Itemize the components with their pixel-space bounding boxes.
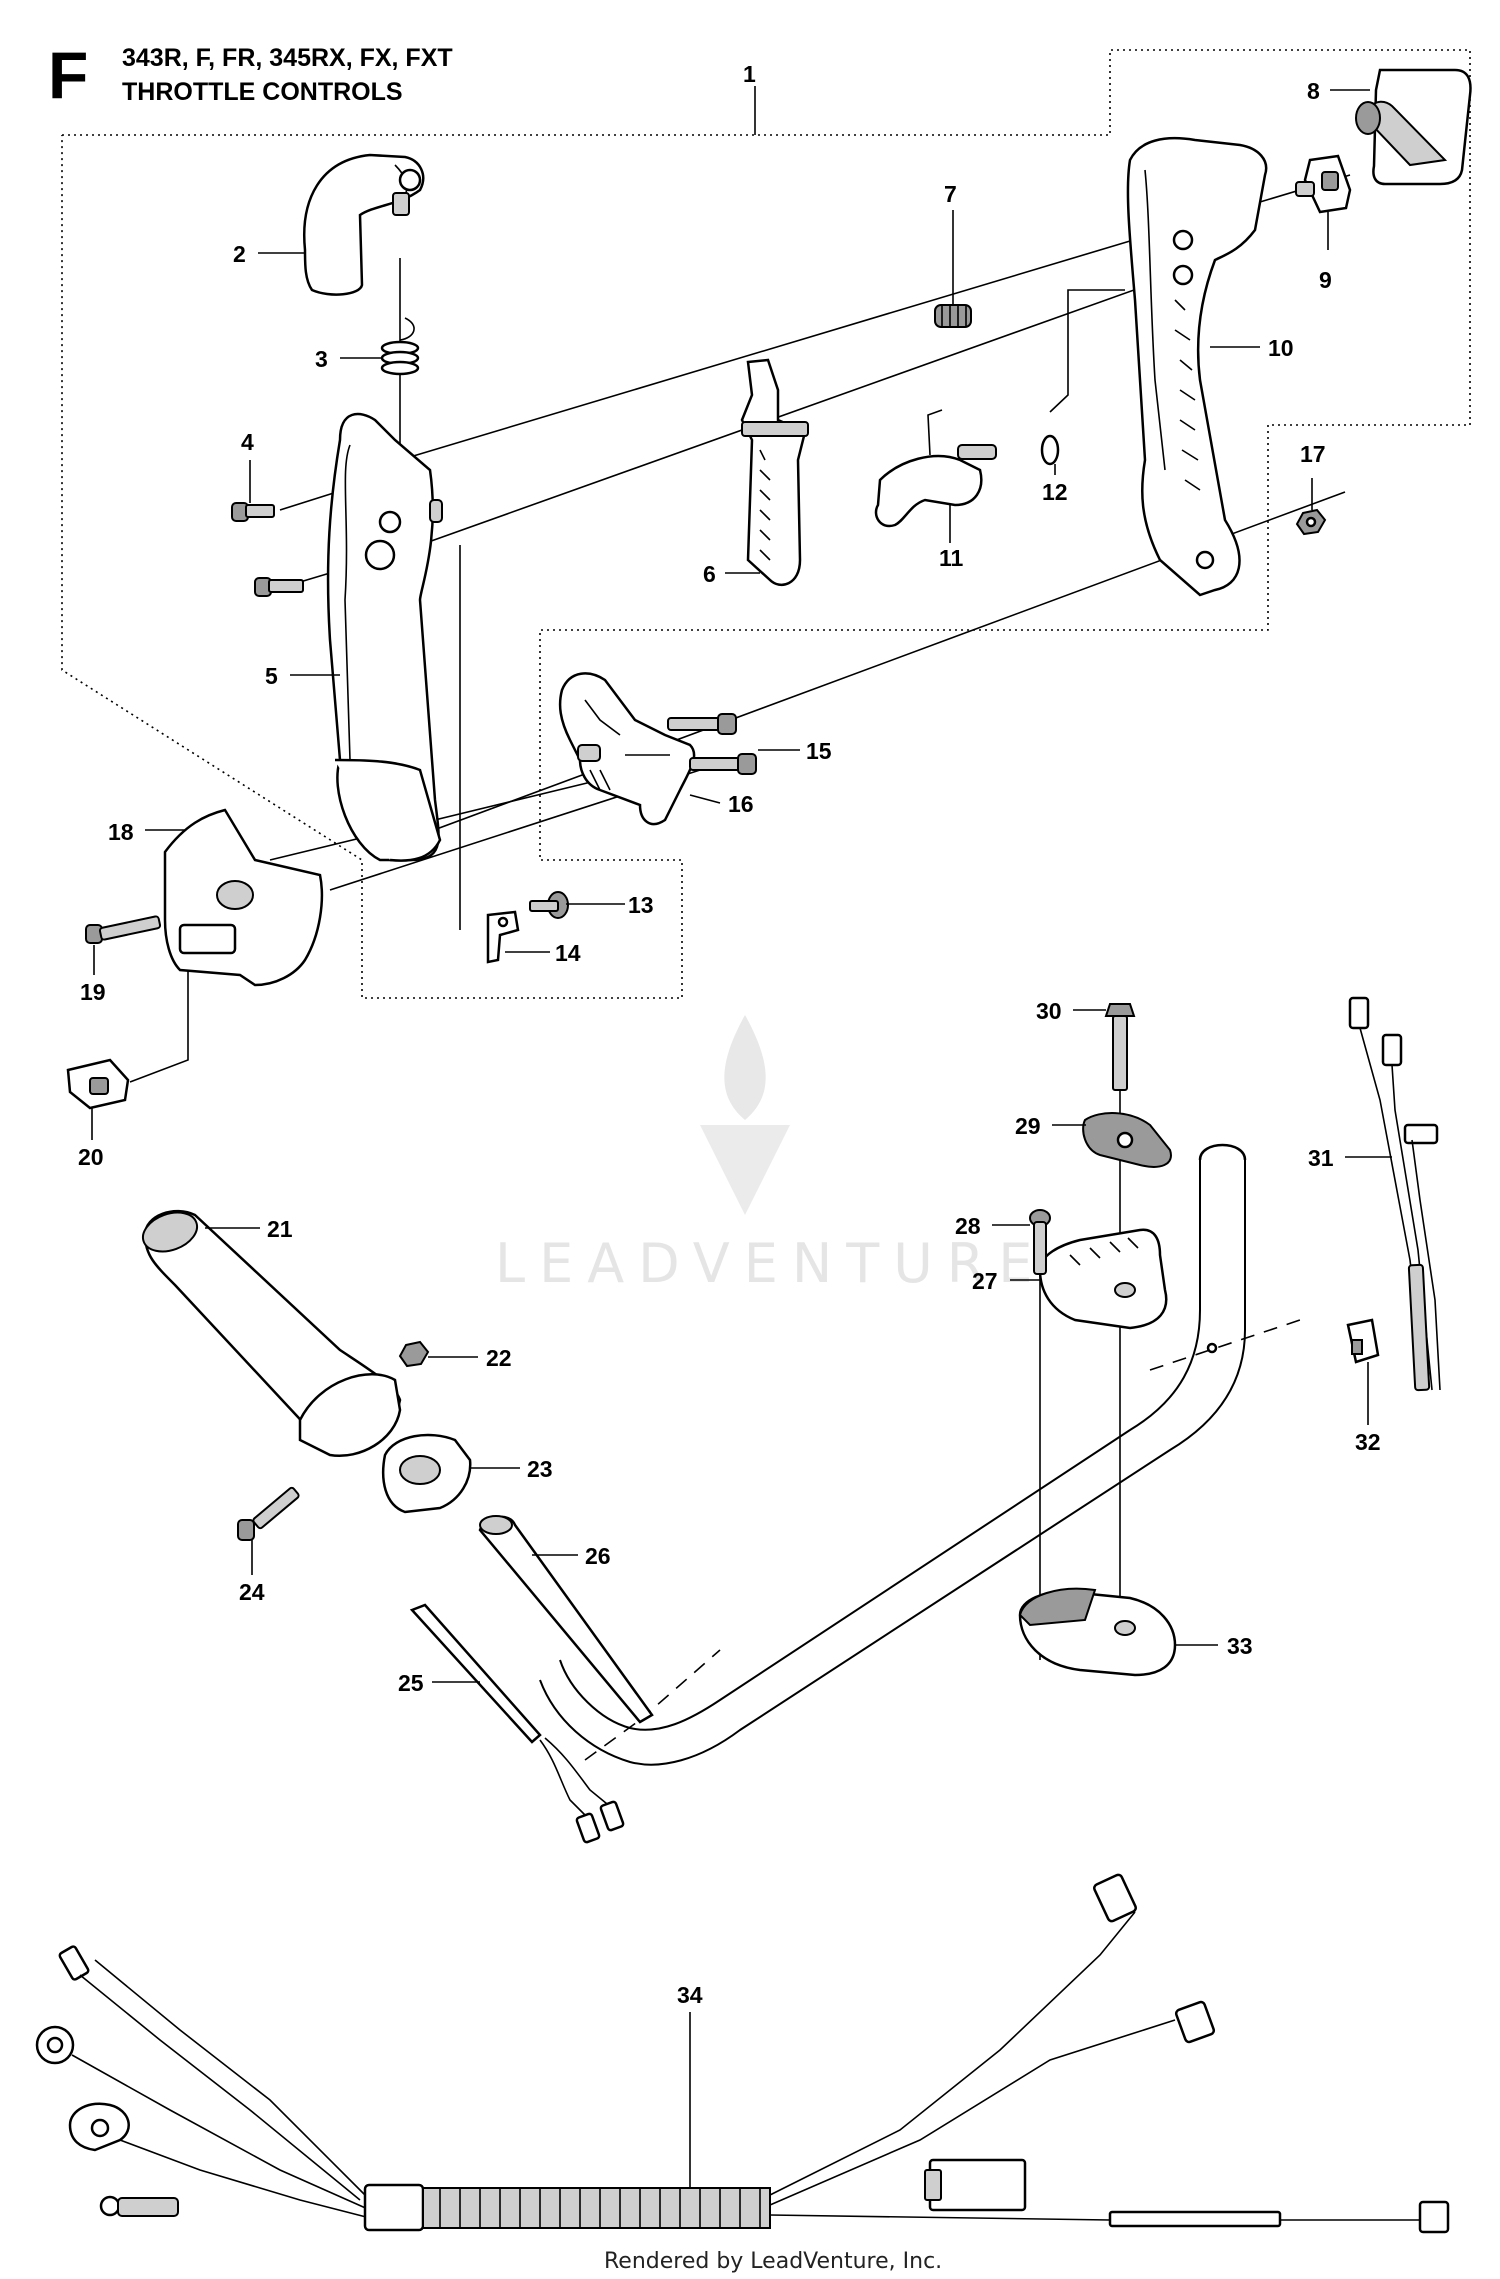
part-11-throttle-trigger [874, 409, 997, 528]
part-34-wiring-harness [35, 1873, 1450, 2234]
part-17-nut [1295, 508, 1327, 536]
part-26-insert [478, 1515, 654, 1724]
part-10-handle-half [1126, 136, 1268, 597]
part-28-screw [1029, 1209, 1051, 1275]
part-15-screw [667, 713, 757, 775]
callout-24: 24 [239, 1579, 265, 1605]
callout-26: 26 [585, 1543, 611, 1569]
callout-6: 6 [703, 561, 716, 587]
part-31-wiring [1348, 996, 1441, 1392]
part-19-screw [85, 915, 162, 944]
watermark: LEADVENTURE [495, 1015, 1046, 1295]
header: F 343R, F, FR, 345RX, FX, FXT THROTTLE C… [48, 38, 453, 112]
callout-28: 28 [955, 1213, 981, 1239]
callout-13: 13 [628, 892, 654, 918]
callout-4: 4 [241, 429, 254, 455]
section-letter: F [48, 38, 88, 112]
part-12-ring [1040, 434, 1060, 466]
part-20-switch [66, 1058, 130, 1110]
footer-credit: Rendered by LeadVenture, Inc. [604, 2249, 942, 2274]
flame-logo-icon [724, 1015, 766, 1120]
callout-34: 34 [677, 1982, 703, 2008]
callout-12: 12 [1042, 479, 1068, 505]
callout-30: 30 [1036, 998, 1062, 1024]
part-18-housing [163, 808, 324, 987]
callout-25: 25 [398, 1670, 424, 1696]
part-33-base-bracket [1018, 1587, 1177, 1677]
callout-29: 29 [1015, 1113, 1041, 1139]
callout-1: 1 [743, 61, 756, 87]
part-24-screw [237, 1486, 300, 1541]
part-screw-handle-half [254, 577, 304, 597]
callout-22: 22 [486, 1345, 512, 1371]
part-27-bracket [1038, 1228, 1168, 1330]
callout-19: 19 [80, 979, 106, 1005]
callout-20: 20 [78, 1144, 104, 1170]
callout-numbers: 1 2 3 4 5 6 7 8 9 10 11 12 13 14 15 16 1… [78, 61, 1381, 2008]
callout-14: 14 [555, 940, 581, 966]
part-9-switch [1295, 154, 1352, 214]
part-16-lock-bracket [558, 672, 696, 826]
handlebar-tube [539, 1143, 1301, 1766]
part-32-clip [1346, 1318, 1380, 1364]
callout-21: 21 [267, 1216, 293, 1242]
callout-7: 7 [944, 181, 957, 207]
callout-3: 3 [315, 346, 328, 372]
part-5-handle-half [326, 412, 443, 862]
callout-33: 33 [1227, 1633, 1253, 1659]
part-7-spring [934, 304, 972, 328]
part-14-clip [486, 910, 520, 964]
callout-31: 31 [1308, 1145, 1334, 1171]
v-logo-icon [700, 1125, 790, 1215]
assembly-outline [61, 49, 1471, 999]
part-4-screw [231, 502, 275, 522]
callout-5: 5 [265, 663, 278, 689]
part-22-nut [398, 1340, 430, 1368]
watermark-text: LEADVENTURE [495, 1232, 1046, 1295]
callout-17: 17 [1300, 441, 1326, 467]
callout-27: 27 [972, 1268, 998, 1294]
callout-2: 2 [233, 241, 246, 267]
callout-23: 23 [527, 1456, 553, 1482]
part-3-spring [380, 317, 420, 376]
callout-16: 16 [728, 791, 754, 817]
part-2-throttle-cap [303, 153, 425, 296]
callout-8: 8 [1307, 78, 1320, 104]
part-29-nut-plate [1082, 1112, 1172, 1168]
leader-lines [91, 89, 1392, 2188]
part-25-wire [409, 1603, 625, 1844]
callout-10: 10 [1268, 335, 1294, 361]
part-23-clamp [381, 1433, 472, 1514]
callout-18: 18 [108, 819, 134, 845]
callout-9: 9 [1319, 267, 1332, 293]
callout-15: 15 [806, 738, 832, 764]
section-title: THROTTLE CONTROLS [122, 78, 403, 106]
callout-11: 11 [939, 545, 964, 571]
part-13-screw [529, 891, 569, 919]
part-6-trigger-plate [740, 358, 809, 586]
part-8-cover [1355, 68, 1472, 186]
callout-32: 32 [1355, 1429, 1381, 1455]
part-30-bolt [1104, 1003, 1136, 1091]
model-list: 343R, F, FR, 345RX, FX, FXT [122, 44, 453, 72]
part-21-grip [141, 1209, 402, 1458]
